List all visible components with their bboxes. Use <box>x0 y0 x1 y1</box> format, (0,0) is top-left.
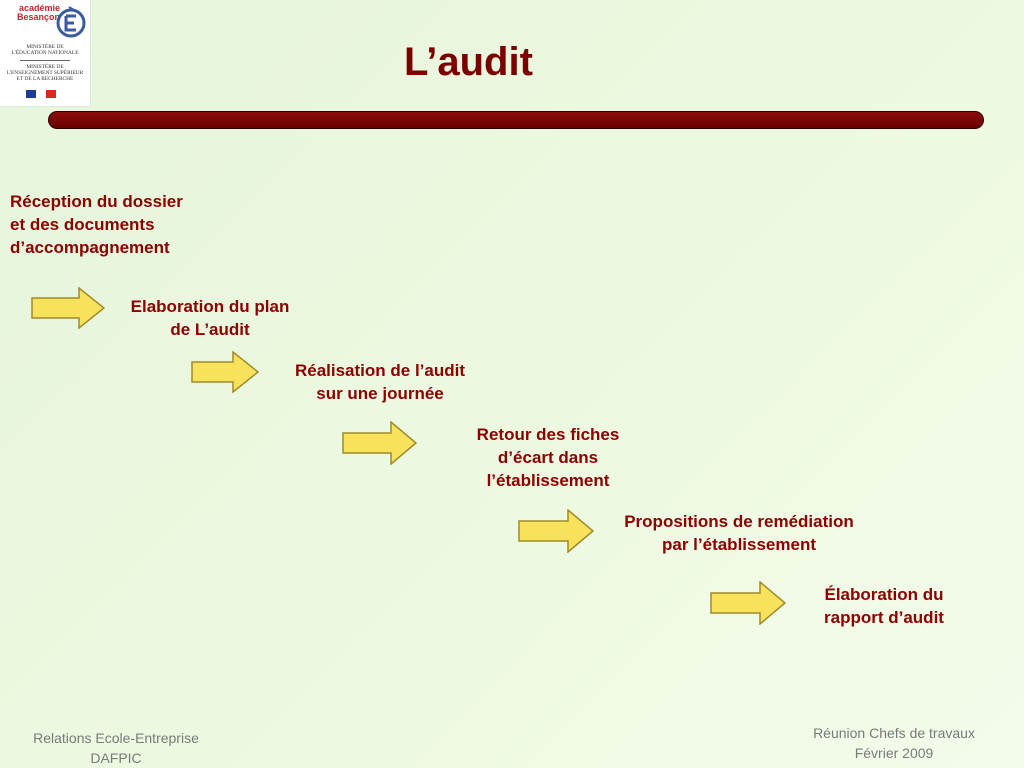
footer-right-line1: Réunion Chefs de travaux <box>813 725 975 741</box>
academie-logo: académie Besançon Ministère de l'Éducati… <box>0 0 90 106</box>
step-reception: Réception du dossier et des documents d’… <box>10 190 183 259</box>
step-rapport-line1: Élaboration du <box>824 585 944 604</box>
step-retour-fiches: Retour des fiches d’écart dans l’établis… <box>448 423 648 492</box>
right-arrow-icon <box>31 287 105 329</box>
step-realisation-line1: Réalisation de l’audit <box>294 361 466 380</box>
footer-left-line2: DAFPIC <box>90 750 142 766</box>
step-propositions-line2: par l’établissement <box>661 535 816 554</box>
slide-title-text: L’audit <box>404 40 533 84</box>
step-rapport: Élaboration du rapport d’audit <box>794 583 974 629</box>
footer-right: Réunion Chefs de travaux Février 2009 <box>786 723 1002 763</box>
academie-line1: académie <box>18 3 60 13</box>
right-arrow-icon <box>191 351 259 393</box>
step-realisation: Réalisation de l’audit sur une journée <box>270 359 490 405</box>
right-arrow-icon <box>342 421 417 465</box>
step-rapport-line2: rapport d’audit <box>824 608 944 627</box>
step-elaboration-plan-line2: de L’audit <box>170 320 250 339</box>
ministry1-line1: Ministère de <box>26 44 64 50</box>
academie-name: académie Besançon <box>12 4 60 22</box>
step-reception-line1: Réception du dossier <box>10 192 183 211</box>
footer-left-line1: Relations Ecole-Entreprise <box>33 730 199 746</box>
e-emblem-icon <box>56 6 86 38</box>
title-underline-bar <box>48 111 984 129</box>
ministry1-line2: l'Éducation nationale <box>11 50 79 56</box>
logo-divider <box>20 60 70 61</box>
step-propositions-line1: Propositions de remédiation <box>624 512 854 531</box>
step-propositions: Propositions de remédiation par l’établi… <box>594 510 884 556</box>
step-retour-fiches-line1: Retour des fiches <box>476 425 620 444</box>
ministry2-line3: et de la Recherche <box>16 76 74 82</box>
step-reception-line3: d’accompagnement <box>10 238 170 257</box>
footer-right-line2: Février 2009 <box>854 745 934 761</box>
step-reception-line2: et des documents <box>10 215 155 234</box>
step-realisation-line2: sur une journée <box>316 384 444 403</box>
ministry2-line2: l'Enseignement supérieur <box>6 70 84 76</box>
academie-line2: Besançon <box>16 12 60 22</box>
step-retour-fiches-line3: l’établissement <box>486 471 610 490</box>
right-arrow-icon <box>710 581 786 625</box>
ministry2-line1: Ministère de <box>26 64 64 70</box>
step-retour-fiches-line2: d’écart dans <box>497 448 599 467</box>
footer-left: Relations Ecole-Entreprise DAFPIC <box>8 728 224 768</box>
ministry-education: Ministère de l'Éducation nationale <box>2 44 88 56</box>
ministry-research: Ministère de l'Enseignement supérieur et… <box>2 64 88 82</box>
step-elaboration-plan: Elaboration du plan de L’audit <box>110 295 310 341</box>
step-elaboration-plan-line1: Elaboration du plan <box>130 297 290 316</box>
french-flag-icon <box>26 90 56 98</box>
right-arrow-icon <box>518 509 594 553</box>
